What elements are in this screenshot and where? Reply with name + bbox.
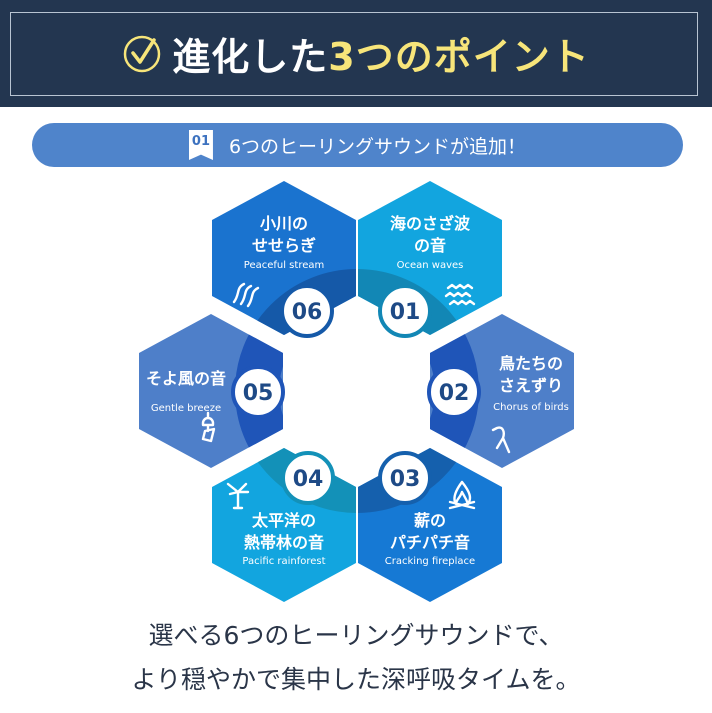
sound-subtitle: Gentle breeze: [151, 403, 221, 414]
sound-number: 05: [243, 381, 274, 406]
sound-title: そよ風の音: [146, 369, 226, 388]
number-circle: [281, 451, 335, 505]
number-circle: [378, 284, 432, 338]
footer-line-2: より穏やかで集中した深呼吸タイムを。: [131, 665, 581, 694]
sound-title: 熱帯林の音: [244, 533, 324, 552]
sound-title: 小川の: [260, 214, 308, 233]
sound-title: 海のさざ波: [390, 214, 471, 233]
number-circle: [231, 365, 285, 419]
header-frame: [10, 12, 698, 96]
number-circle: [280, 284, 334, 338]
sound-subtitle: Cracking fireplace: [385, 556, 475, 567]
footer-text: 選べる6つのヒーリングサウンドで、 より穏やかで集中した深呼吸タイムを。: [0, 614, 712, 702]
sound-subtitle: Pacific rainforest: [242, 556, 325, 567]
check-circle-icon: [124, 35, 161, 72]
sound-title: さえずり: [499, 376, 563, 395]
bird-icon: [491, 426, 511, 454]
sound-title: 鳥たちの: [499, 354, 563, 373]
wind-chime-icon: [201, 411, 216, 443]
sound-subtitle: Ocean waves: [397, 260, 464, 271]
sound-subtitle: Chorus of birds: [493, 402, 569, 413]
sound-number: 01: [390, 300, 421, 325]
section-banner: 01 6つのヒーリングサウンドが追加！: [32, 123, 683, 167]
sound-number: 04: [293, 467, 324, 492]
waves-icon: [444, 283, 476, 306]
sound-hex-05: そよ風の音 Gentle breeze 05: [139, 314, 285, 468]
sound-number: 06: [292, 300, 323, 325]
sound-title: の音: [414, 236, 446, 255]
sound-subtitle: Peaceful stream: [244, 260, 324, 271]
number-circle: [427, 365, 481, 419]
stream-icon: [232, 282, 260, 308]
section-badge: 01: [188, 130, 213, 160]
palm-tree-icon: [226, 482, 250, 510]
footer-line-1: 選べる6つのヒーリングサウンドで、: [148, 621, 564, 650]
sound-number: 03: [390, 467, 421, 492]
sound-title: 太平洋の: [251, 511, 316, 530]
sound-number: 02: [439, 381, 470, 406]
title-highlight: 3つのポイント: [328, 35, 590, 79]
sound-title: せせらぎ: [252, 236, 316, 255]
number-circle: [378, 451, 432, 505]
sound-title: 薪の: [414, 511, 446, 530]
section-text: 6つのヒーリングサウンドが追加！: [228, 135, 527, 158]
sound-title: パチパチ音: [390, 533, 470, 552]
title-white: 進化した: [172, 35, 329, 79]
fire-icon: [448, 480, 476, 510]
